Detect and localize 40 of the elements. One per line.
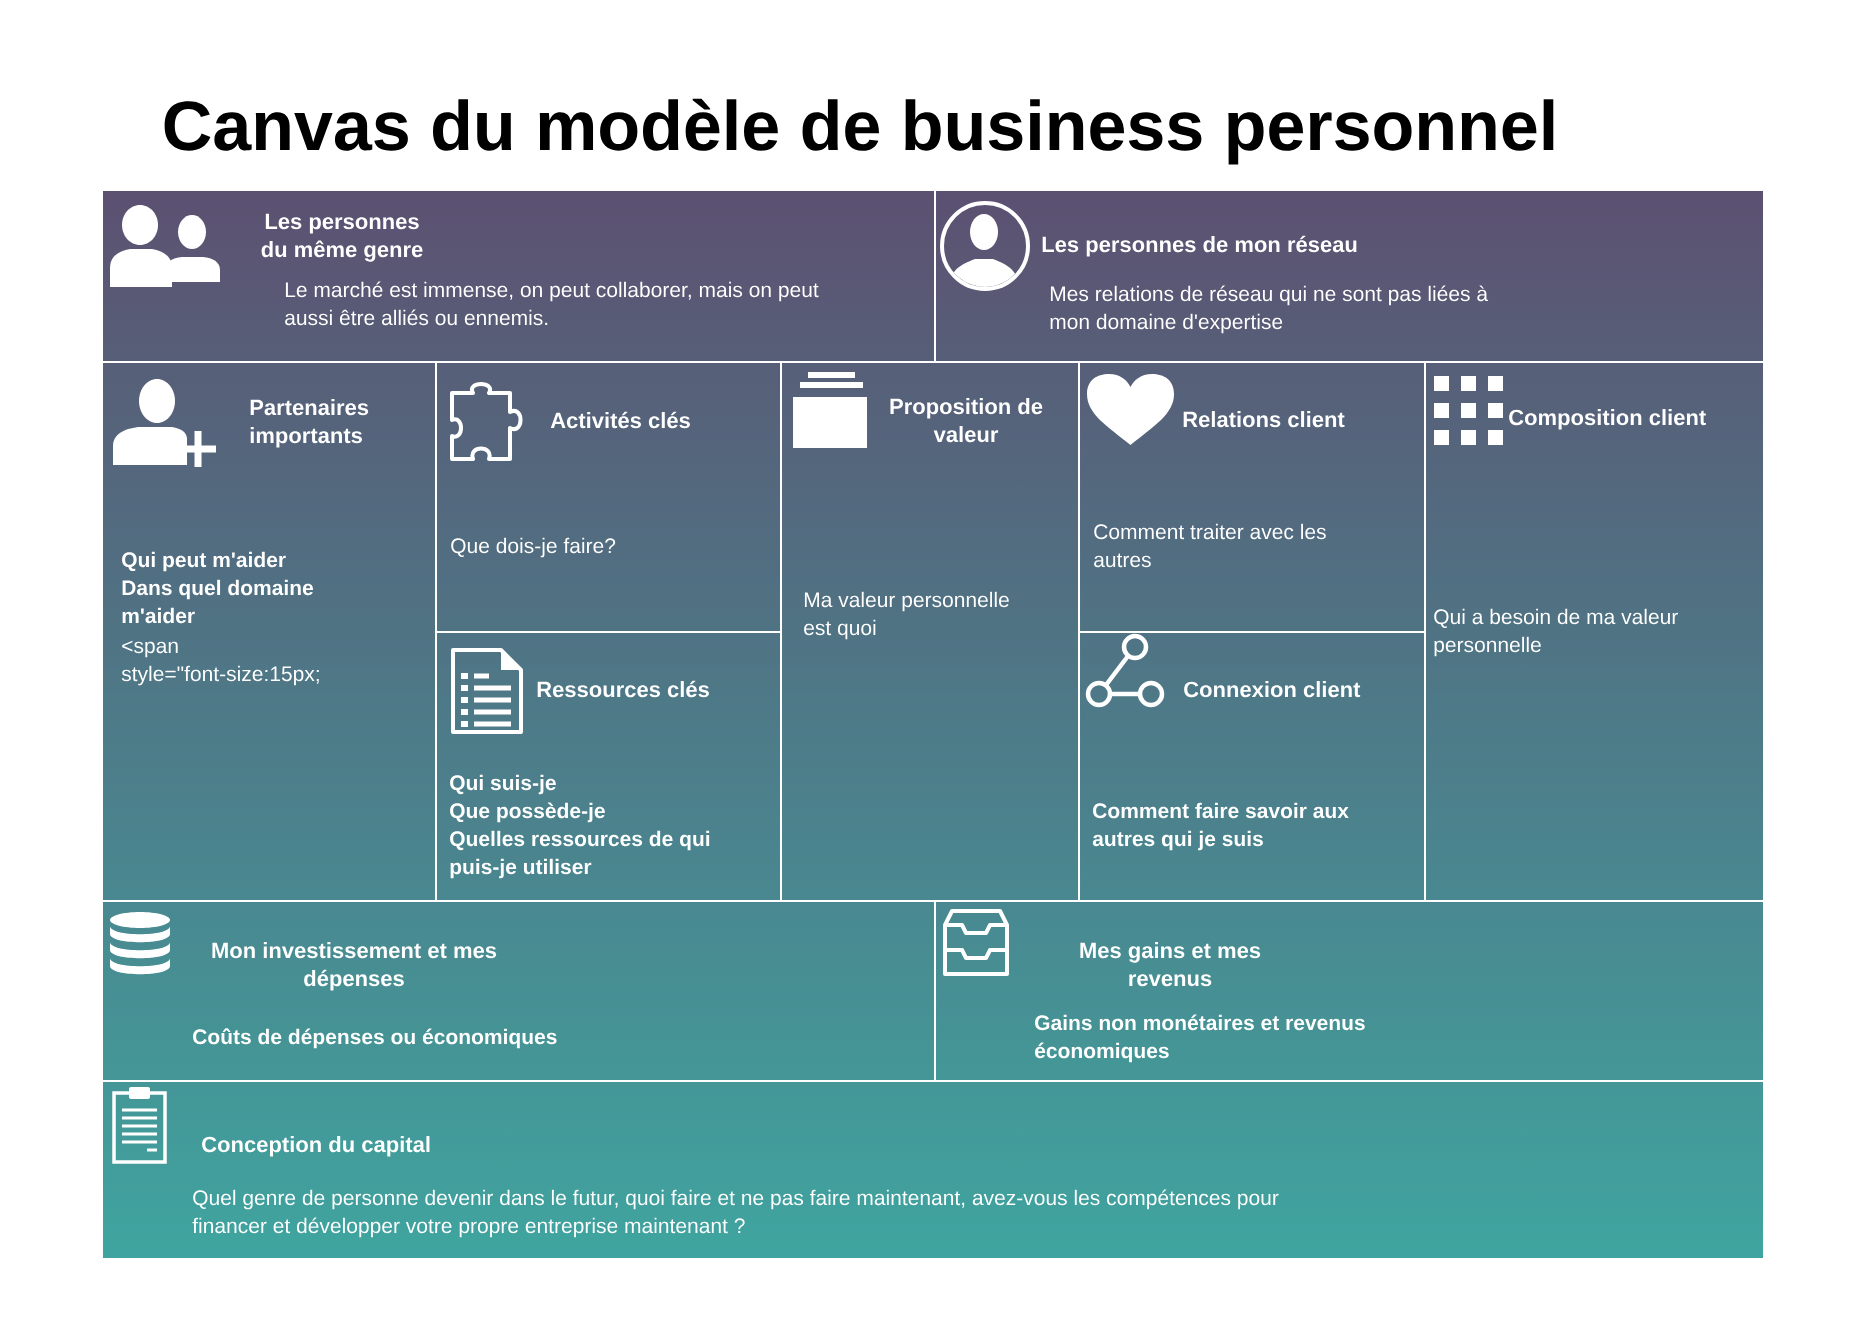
panel-heading: Mes gains et mes revenus [1080,942,1261,987]
panel-text: Comment faire savoir aux autres qui je suis [1092,802,1349,851]
panel-heading: Proposition de valeur [890,398,1043,443]
canvas-panel [101,361,437,902]
panel-text: Qui peut m'aider [122,551,286,572]
canvas-panel [101,189,936,363]
panel-text: Gains non monétaires et revenus économiques [1035,1014,1365,1063]
panel-heading: Conception du capital [202,1136,430,1157]
canvas-panel [435,361,782,633]
panel-text: Comment traiter avec les autres [1094,523,1326,568]
panel-text: Que dois-je faire? [451,537,616,558]
panel-text: Que possède-je [450,802,605,823]
canvas-panel [1424,361,1765,902]
panel-text: Le marché est immense, on peut collaborer, mais on peut aussi être alliés ou ennemis. [285,281,819,326]
panel-text: Dans quel domaine m'aider [122,579,313,624]
canvas-panel [101,900,936,1082]
page-title: Canvas du modèle de business personnel [164,98,1554,165]
panel-text: Qui suis-je [450,774,556,795]
canvas-panel [780,361,1080,902]
panel-text: Quel genre de personne devenir dans le futur, quoi faire et ne pas faire maintenant, avez-vous les compétences pour financer et développer votre propre entreprise maintenant ? [192,1189,1279,1238]
panel-heading: Activités clés [550,411,690,429]
panel-heading: Les personnes de mon réseau [1042,235,1357,257]
panel-heading: Connexion client [1184,681,1361,698]
panel-heading: Ressources clés [537,680,709,698]
canvas-panel [934,189,1765,363]
panel-heading: Composition client [1509,409,1706,430]
panel-heading: Les personnes du même genre [261,213,423,262]
canvas-panel [1078,361,1426,633]
canvas-panel [1078,631,1426,902]
panel-text: Qui a besoin de ma valeur personnelle [1434,608,1678,657]
canvas-panel [934,900,1765,1082]
panel-heading: Mon investissement et mes dépenses [212,942,497,991]
panel-heading: Partenaires importants [250,399,369,448]
panel-text: <span style="font-size:15px; [121,640,319,686]
panel-text: Coûts de dépenses ou économiques [193,1028,557,1049]
panel-text: Ma valeur personnelle est quoi [804,591,1009,640]
panel-text: Quelles ressources de qui puis-je utiliser [450,830,710,879]
panel-text: Mes relations de réseau qui ne sont pas liées à mon domaine d'expertise [1050,285,1489,334]
canvas-panel [435,631,782,902]
panel-heading: Relations client [1183,411,1345,428]
